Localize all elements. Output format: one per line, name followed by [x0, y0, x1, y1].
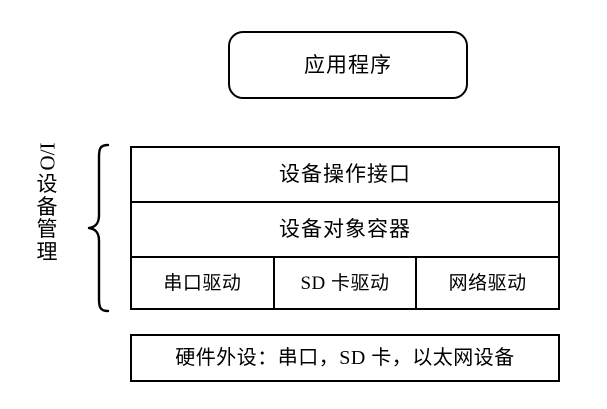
device-object-container-row: 设备对象容器	[132, 203, 558, 258]
curly-brace-svg	[87, 143, 110, 313]
driver-cell-sdcard: SD 卡驱动	[272, 258, 416, 308]
device-management-vertical-text: 设 备 管 理	[36, 172, 58, 265]
sd-card-driver-label: SD 卡驱动	[300, 272, 390, 294]
driver-cell-serial: 串口驱动	[132, 258, 273, 308]
io-text: I/O	[35, 142, 60, 171]
hardware-peripherals-label: 硬件外设：串口，SD 卡，以太网设备	[175, 347, 515, 369]
network-driver-label: 网络驱动	[448, 272, 527, 294]
device-operation-interface-row: 设备操作接口	[132, 148, 558, 203]
driver-row: 串口驱动 SD 卡驱动 网络驱动	[132, 258, 558, 308]
serial-driver-label: 串口驱动	[163, 272, 242, 294]
application-program-label: 应用程序	[304, 52, 392, 77]
device-object-container-label: 设备对象容器	[279, 217, 411, 241]
application-program-box: 应用程序	[228, 31, 468, 99]
io-device-management-label: I/O 设 备 管 理	[30, 136, 64, 316]
io-layer-stack: 设备操作接口 设备对象容器 串口驱动 SD 卡驱动 网络驱动	[130, 146, 560, 310]
device-operation-interface-label: 设备操作接口	[279, 162, 411, 186]
hardware-peripherals-box: 硬件外设：串口，SD 卡，以太网设备	[130, 334, 560, 382]
curly-brace-icon	[86, 143, 112, 313]
driver-cell-network: 网络驱动	[415, 258, 558, 308]
